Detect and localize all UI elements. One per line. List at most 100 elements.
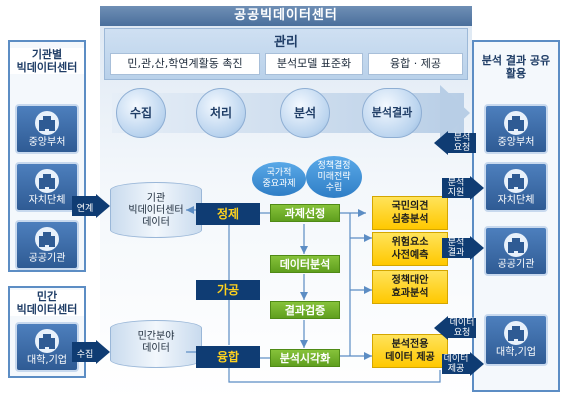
analysis-step-visualization: 분석시각화 (270, 349, 340, 367)
analysis-support-arrow-head (470, 176, 484, 200)
result-line1: 분석전용 (391, 339, 429, 350)
processing-cleanse: 정제 (196, 203, 260, 225)
private-database: 민간분야 데이터 (110, 320, 202, 368)
collect-arrow-body (72, 342, 96, 362)
campus-icon (504, 321, 528, 345)
entity-label: 중앙부처 (497, 137, 535, 148)
result-entity-central-ministry: 중앙부처 (484, 104, 548, 154)
bubble-national-line1: 국가적 (266, 168, 292, 178)
entity-label: 대학,기업 (496, 347, 536, 358)
stage-result: 분석결과 (362, 88, 422, 138)
result-sharing-title: 분석 결과 공유 활용 (474, 54, 558, 80)
entity-label: 공공기관 (28, 253, 66, 264)
result-entity-university-company: 대학,기업 (484, 314, 548, 366)
city-icon (504, 169, 528, 193)
private-panel-title: 민간 빅데이터센터 (10, 290, 84, 316)
data-request-arrow-head (434, 316, 448, 340)
campus-icon (35, 329, 59, 353)
bottom-return-line (228, 368, 441, 383)
result-line1: 위험요소 (391, 237, 429, 248)
result-public-opinion: 국민의견 심층분석 (372, 196, 448, 230)
agency-panel-title: 기관별 빅데이터센터 (10, 48, 84, 74)
analysis-request-arrow-head (434, 131, 448, 155)
result-risk-prediction: 위험요소 사전예측 (372, 232, 448, 266)
arrowhead (300, 292, 308, 300)
analysis-step-verification: 결과검증 (270, 301, 340, 319)
arrowhead (364, 234, 372, 242)
analysis-result-arrow-body (442, 238, 470, 258)
private-panel-title-line1: 민간 (36, 290, 58, 303)
management-title: 관리 (274, 35, 298, 50)
analysis-request-line1: 분석 (453, 133, 471, 143)
analysis-result-arrow-head (470, 236, 484, 260)
analysis-request-label: 분석 요청 (448, 133, 476, 153)
entity-label: 자치단체 (497, 195, 535, 206)
stage-collect: 수집 (116, 88, 166, 138)
link-arrow-body (72, 196, 96, 216)
agency-panel-title-line2: 빅데이터센터 (16, 61, 78, 74)
result-entity-public-institution: 공공기관 (484, 226, 548, 276)
building-icon (35, 111, 59, 135)
data-request-label: 데이터 요청 (446, 318, 478, 338)
management-item-standardization: 분석모델 표준화 (265, 53, 363, 75)
result-sharing-title-line2: 활용 (505, 67, 527, 80)
analysis-support-line1: 분석 (447, 178, 465, 188)
entity-local-government: 자치단체 (15, 162, 79, 212)
office-icon (504, 233, 528, 257)
result-line2: 데이터 제공 (385, 352, 435, 363)
city-icon (35, 169, 59, 193)
management-item-convergence: 융합 · 제공 (368, 53, 463, 75)
entity-university-company: 대학,기업 (15, 322, 79, 372)
bubble-policy-line1: 정책결정 (317, 161, 351, 171)
data-request-arrow-body (448, 318, 476, 338)
private-db-line1: 민간분야 (137, 331, 175, 342)
bubble-policy-line2: 미래전략 (317, 172, 351, 182)
data-request-line1: 데이터 (449, 318, 475, 328)
stage-process: 처리 (196, 88, 246, 138)
private-db-line2: 데이터 (142, 343, 170, 354)
public-db-line2: 빅데이터센터 (128, 205, 184, 216)
result-policy-effect: 정책대안 효과분석 (372, 270, 448, 304)
analysis-result-line2: 결과 (447, 248, 465, 258)
analysis-support-line2: 지원 (447, 188, 465, 198)
bubble-policy-strategy: 정책결정 미래전략 수립 (306, 156, 362, 198)
entity-label: 대학,기업 (27, 355, 67, 366)
result-line1: 정책대안 (391, 275, 429, 286)
bubble-national-task: 국가적 중요과제 (252, 162, 306, 196)
data-provide-arrow-head (470, 352, 484, 376)
data-request-line2: 요청 (453, 328, 471, 338)
result-line2: 사전예측 (391, 250, 429, 261)
link-arrow-head (96, 194, 110, 218)
entity-label: 중앙부처 (28, 137, 66, 148)
data-provide-line2: 제공 (447, 364, 465, 374)
arrowhead (364, 352, 372, 360)
data-provide-line1: 데이터 (443, 354, 469, 364)
collect-label: 수집 (76, 350, 94, 360)
collect-arrow-head (96, 340, 110, 364)
entity-label: 자치단체 (28, 195, 66, 206)
result-line1: 국민의견 (391, 201, 429, 212)
analysis-step-data-analysis: 데이터분석 (270, 255, 340, 273)
entity-label: 공공기관 (497, 259, 535, 270)
bubble-policy-line3: 수립 (325, 183, 343, 193)
public-db-line1: 기관 (146, 193, 166, 204)
public-db-line3: 데이터 (142, 217, 170, 228)
analysis-request-arrow-body (448, 133, 476, 153)
processing-transform: 가공 (196, 280, 260, 300)
analysis-result-line1: 분석 (447, 238, 465, 248)
building-icon (504, 111, 528, 135)
link-label: 연계 (76, 204, 94, 214)
result-sharing-title-line1: 분석 결과 공유 (481, 54, 551, 67)
analysis-support-label: 분석 지원 (442, 178, 470, 198)
analysis-step-task-selection: 과제선정 (270, 204, 340, 222)
arrowhead (364, 286, 372, 294)
analysis-result-label: 분석 결과 (442, 238, 470, 258)
result-line2: 효과분석 (391, 288, 429, 299)
data-provide-arrow-body (442, 354, 470, 374)
entity-public-institution: 공공기관 (15, 220, 79, 270)
bubble-national-line2: 중요과제 (262, 179, 296, 189)
arrowhead (186, 206, 194, 214)
processing-merge: 융합 (196, 346, 260, 368)
analysis-request-line2: 요청 (453, 143, 471, 153)
arrowhead (300, 246, 308, 254)
